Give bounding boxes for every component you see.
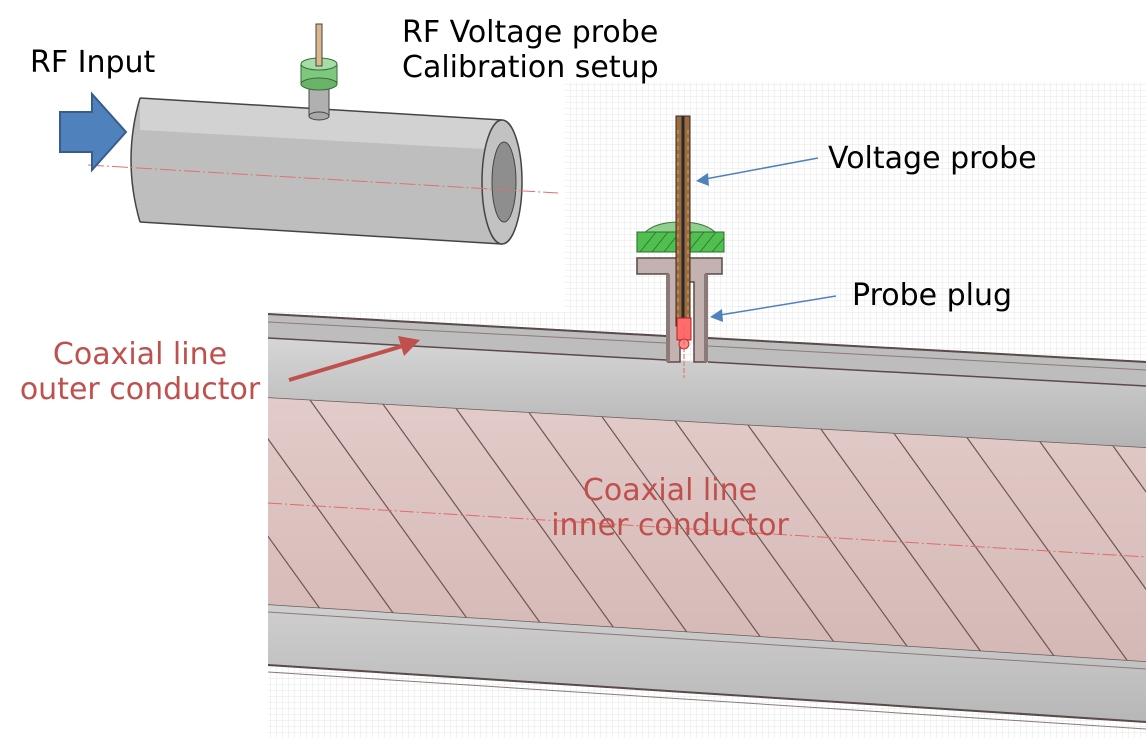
voltage-probe-label: Voltage probe bbox=[828, 141, 1037, 176]
outer-conductor-section bbox=[268, 313, 1146, 457]
calibration-title-line1: RF Voltage probe bbox=[402, 15, 659, 50]
calibration-setup-render bbox=[87, 23, 559, 245]
inner-conductor-line1: Coaxial line bbox=[582, 473, 758, 508]
rf-input-label: RF Input bbox=[30, 45, 156, 80]
probe-plug-label: Probe plug bbox=[852, 278, 1013, 313]
voltage-probe-leader bbox=[696, 157, 819, 186]
inner-conductor-section bbox=[267, 398, 1146, 663]
outer-conductor-line2: outer conductor bbox=[19, 371, 261, 407]
outer-conductor-label: Coaxial line outer conductor bbox=[2, 337, 278, 407]
probe-plug-leader bbox=[710, 295, 837, 322]
outer-conductor-arrow bbox=[288, 336, 420, 382]
calibration-setup-title: RF Voltage probe Calibration setup bbox=[402, 15, 659, 85]
inner-conductor-label: Coaxial line inner conductor bbox=[532, 473, 808, 543]
probe-plug-section bbox=[636, 115, 725, 378]
outer-conductor-line1: Coaxial line bbox=[52, 337, 228, 372]
rf-input-arrow-icon bbox=[59, 91, 128, 173]
inner-conductor-line2: inner conductor bbox=[551, 507, 789, 543]
outer-conductor-bottom bbox=[267, 605, 1146, 730]
calibration-title-line2: Calibration setup bbox=[402, 49, 659, 85]
